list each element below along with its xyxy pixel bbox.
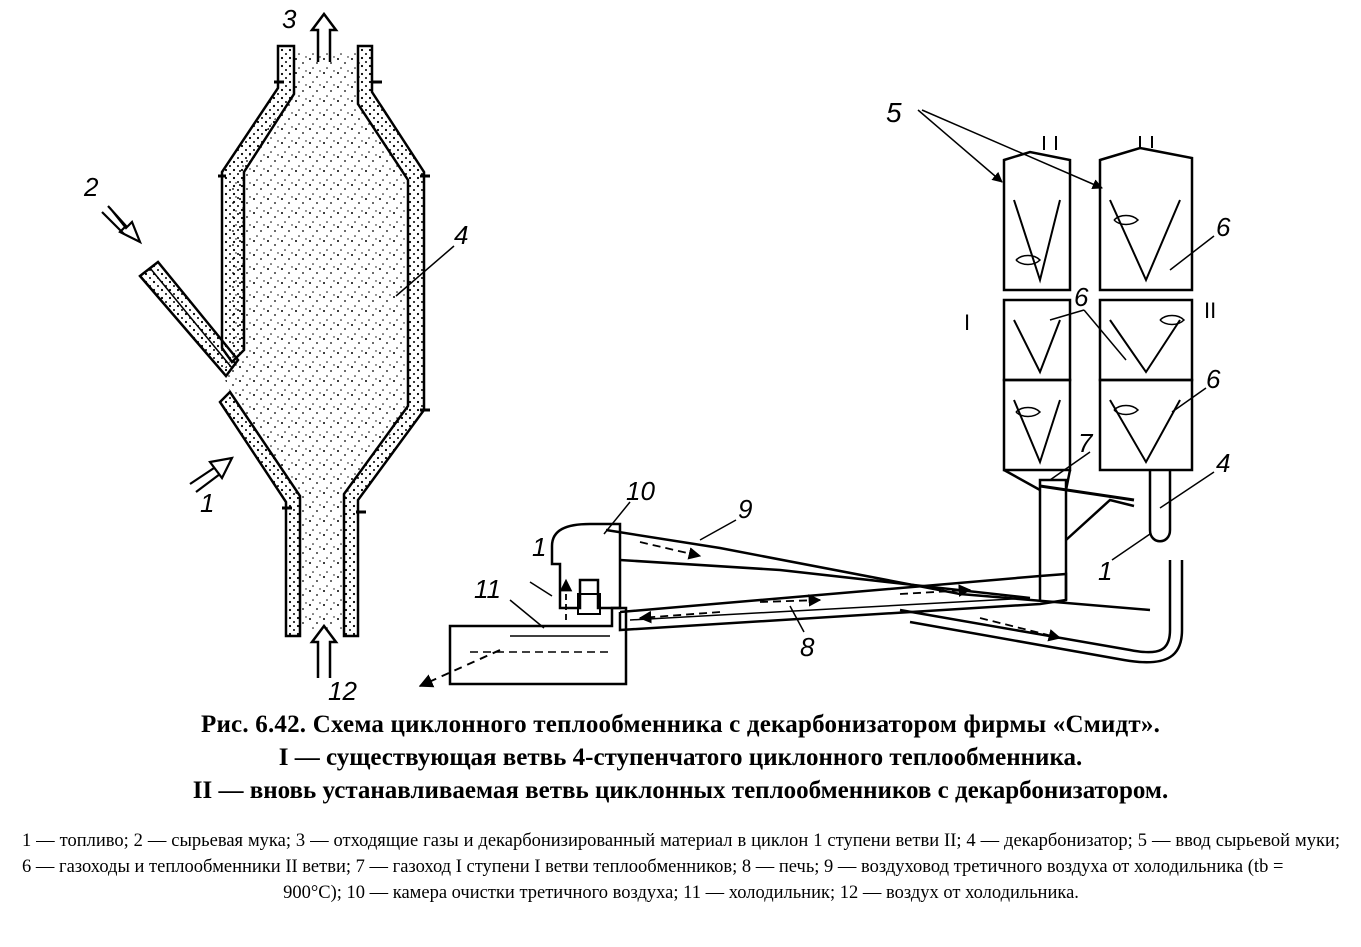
tower-1 (1002, 150, 1072, 492)
label-7: 7 (1078, 428, 1094, 458)
tertiary-duct-lower (619, 558, 1031, 600)
label-6-top: 6 (1216, 212, 1231, 242)
leader-6c (1083, 309, 1127, 361)
label-4-left: 4 (454, 220, 468, 250)
kiln-arrow-left (638, 610, 721, 624)
label-10: 10 (626, 476, 655, 506)
fuel-arrow-icon (189, 456, 234, 493)
kiln-arrow-right (759, 594, 822, 607)
riser-duct (1038, 478, 1068, 600)
label-branch-1: I (964, 310, 970, 335)
air-inflow-arrow-icon (309, 623, 339, 678)
leader-11 (509, 599, 545, 629)
leader-4b (1159, 471, 1215, 509)
diagram: 3 2 4 1 12 (83, 4, 1231, 700)
kiln-arrow-right-2 (899, 584, 972, 597)
decarbonizer-lower-left-wall (218, 390, 302, 638)
label-11: 11 (474, 574, 501, 604)
raw-meal-inlet-pipe (138, 260, 240, 378)
leader-1b (1111, 533, 1151, 561)
connector (1039, 484, 1135, 502)
top-stubs (1043, 136, 1153, 150)
riser-branch (1065, 498, 1135, 541)
tertiary-air-duct (605, 528, 1151, 612)
label-6-low: 6 (1206, 364, 1221, 394)
legend-part-2: 900°С); 10 — камера очистки третичного в… (283, 883, 1079, 903)
leader-4 (395, 245, 455, 297)
kiln-inner (629, 597, 1031, 621)
duct-arrow-9 (639, 541, 702, 560)
caption-line-1: I — существующая ветвь 4-ступенчатого ци… (278, 744, 1083, 771)
return-duct (899, 560, 1172, 654)
figure-caption: Рис. 6.42. Схема циклонного теплообменни… (0, 708, 1361, 807)
leader-7 (1049, 451, 1091, 481)
legend-part-1: 1 — топливо; 2 — сырьевая мука; 3 — отхо… (22, 831, 1340, 877)
inlet-pipe-inner-line (149, 267, 233, 369)
decarbonizer-interior (222, 50, 408, 630)
label-6-mid: 6 (1074, 282, 1089, 312)
leader-6d (1171, 387, 1207, 413)
label-12: 12 (328, 676, 357, 700)
leader-8 (789, 605, 805, 633)
leader-6a (1169, 235, 1215, 271)
caption-line-2: II — вновь устанавливаемая ветвь циклонн… (192, 777, 1169, 804)
chamber-box (577, 593, 601, 615)
figure-legend: 1 — топливо; 2 — сырьевая мука; 3 — отхо… (22, 828, 1340, 906)
leader-5b (921, 109, 1103, 190)
label-1-cooler: 1 (532, 532, 546, 562)
cooler-exit-arrow (418, 649, 501, 688)
label-1-left: 1 (200, 488, 214, 518)
decarbonizer-left-wall (220, 44, 296, 364)
cooler (448, 606, 628, 686)
leader-1c (529, 581, 553, 597)
leader-10 (603, 501, 631, 535)
rotary-kiln (618, 572, 1068, 632)
kiln-system-drawing (418, 109, 1215, 688)
label-2: 2 (83, 172, 99, 202)
label-4-right: 4 (1216, 448, 1230, 478)
raw-meal-arrow-icon (107, 205, 143, 245)
label-1-right: 1 (1098, 556, 1112, 586)
label-9: 9 (738, 494, 752, 524)
tower-2 (1098, 146, 1194, 543)
decarbonizer-drawing (101, 11, 455, 678)
label-3: 3 (282, 4, 297, 34)
exhaust-arrow-icon (309, 11, 339, 62)
leader-9 (699, 519, 737, 541)
flanges (218, 80, 430, 514)
label-5: 5 (886, 97, 902, 128)
decarbonizer-right-wall (342, 44, 426, 638)
label-branch-2: II (1204, 298, 1216, 323)
label-8: 8 (800, 632, 815, 662)
leader-6b (1049, 309, 1085, 321)
caption-title: Рис. 6.42. Схема циклонного теплообменни… (200, 711, 1161, 738)
leader-5a (917, 109, 1003, 183)
cleaning-chamber (550, 522, 622, 610)
raw-meal-arrow-line (101, 211, 125, 235)
